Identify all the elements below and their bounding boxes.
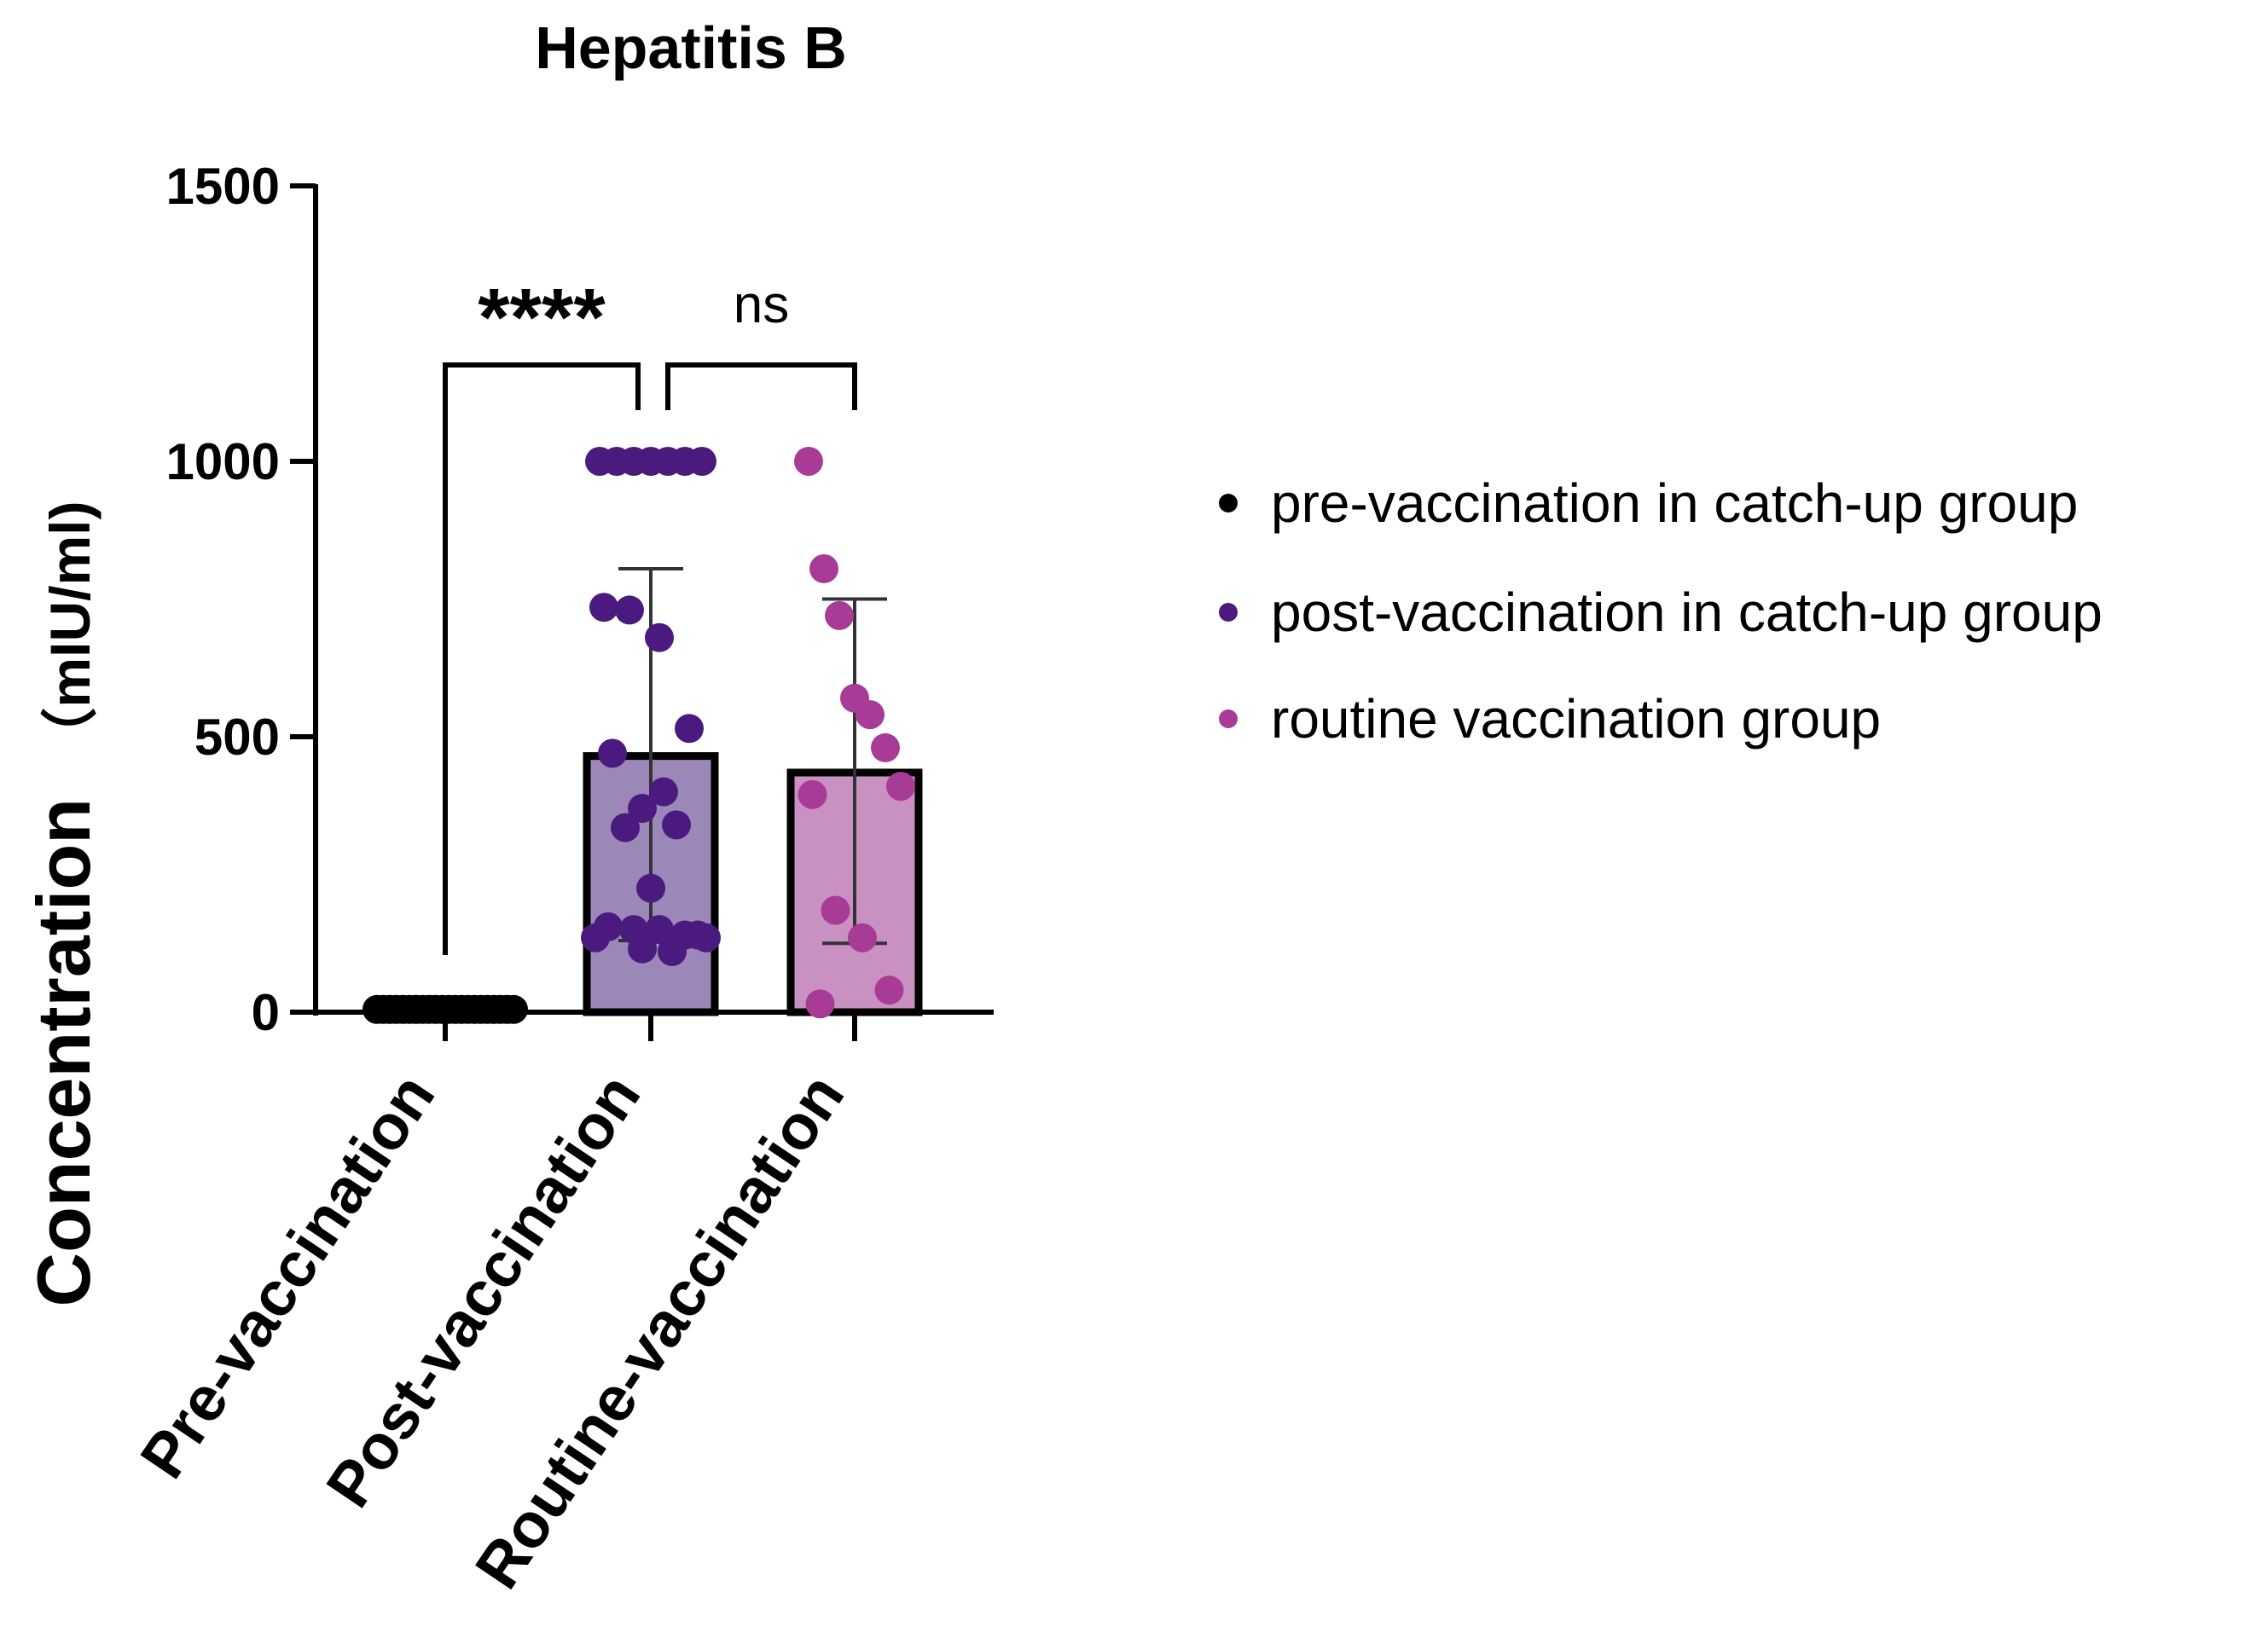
data-point [874, 976, 904, 1005]
chart-title: Hepatitis B [535, 14, 847, 81]
legend-marker [1219, 709, 1238, 728]
significance-annotations: **** ns [443, 272, 857, 955]
data-point [581, 923, 610, 952]
data-point [615, 595, 644, 625]
y-tick-label: 1500 [166, 158, 280, 215]
data-point [499, 994, 528, 1024]
data-point [886, 772, 915, 802]
x-tick-label: Routine-vaccination [461, 1062, 857, 1601]
data-point [649, 777, 678, 807]
y-axis-label: Concentration （mIU/ml) [21, 501, 106, 1307]
data-points [363, 447, 915, 1024]
data-point [794, 447, 823, 476]
y-tick-label: 0 [252, 984, 280, 1041]
data-point [662, 810, 691, 840]
data-point [805, 989, 835, 1019]
data-point [628, 793, 657, 823]
data-point [687, 447, 716, 476]
y-tick-label: 1000 [166, 433, 280, 490]
significance-label: ns [734, 275, 789, 334]
legend-marker [1219, 603, 1238, 622]
data-point [848, 923, 877, 952]
data-point [645, 622, 674, 652]
data-point [598, 738, 627, 768]
data-point [871, 732, 900, 762]
data-point [809, 553, 838, 583]
legend-marker [1219, 494, 1238, 512]
data-point [611, 813, 640, 842]
y-axis-label-unit: （mIU/ml) [38, 501, 102, 764]
data-point [589, 593, 618, 622]
data-point [825, 600, 854, 630]
legend: pre-vaccination in catch-up group post-va… [1219, 472, 2103, 750]
data-point [798, 779, 827, 809]
data-point [692, 923, 721, 952]
data-point [856, 700, 885, 730]
legend-label: pre-vaccination in catch-up group [1271, 472, 2078, 534]
legend-label: post-vaccination in catch-up group [1271, 582, 2103, 643]
y-tick-label: 500 [194, 709, 280, 766]
legend-label: routine vaccination group [1271, 688, 1881, 750]
x-tick-labels: Pre-vaccinationPost-vaccinationRoutine-v… [126, 1062, 857, 1601]
significance-bracket [665, 362, 857, 410]
y-axis-label-text: Concentration [21, 798, 106, 1306]
data-point [658, 936, 687, 966]
data-point [675, 714, 704, 744]
data-point [821, 895, 850, 925]
significance-label: **** [478, 272, 606, 363]
data-point [628, 934, 657, 964]
data-point [636, 873, 665, 903]
significance-bracket [443, 362, 641, 955]
data-point [645, 915, 674, 945]
